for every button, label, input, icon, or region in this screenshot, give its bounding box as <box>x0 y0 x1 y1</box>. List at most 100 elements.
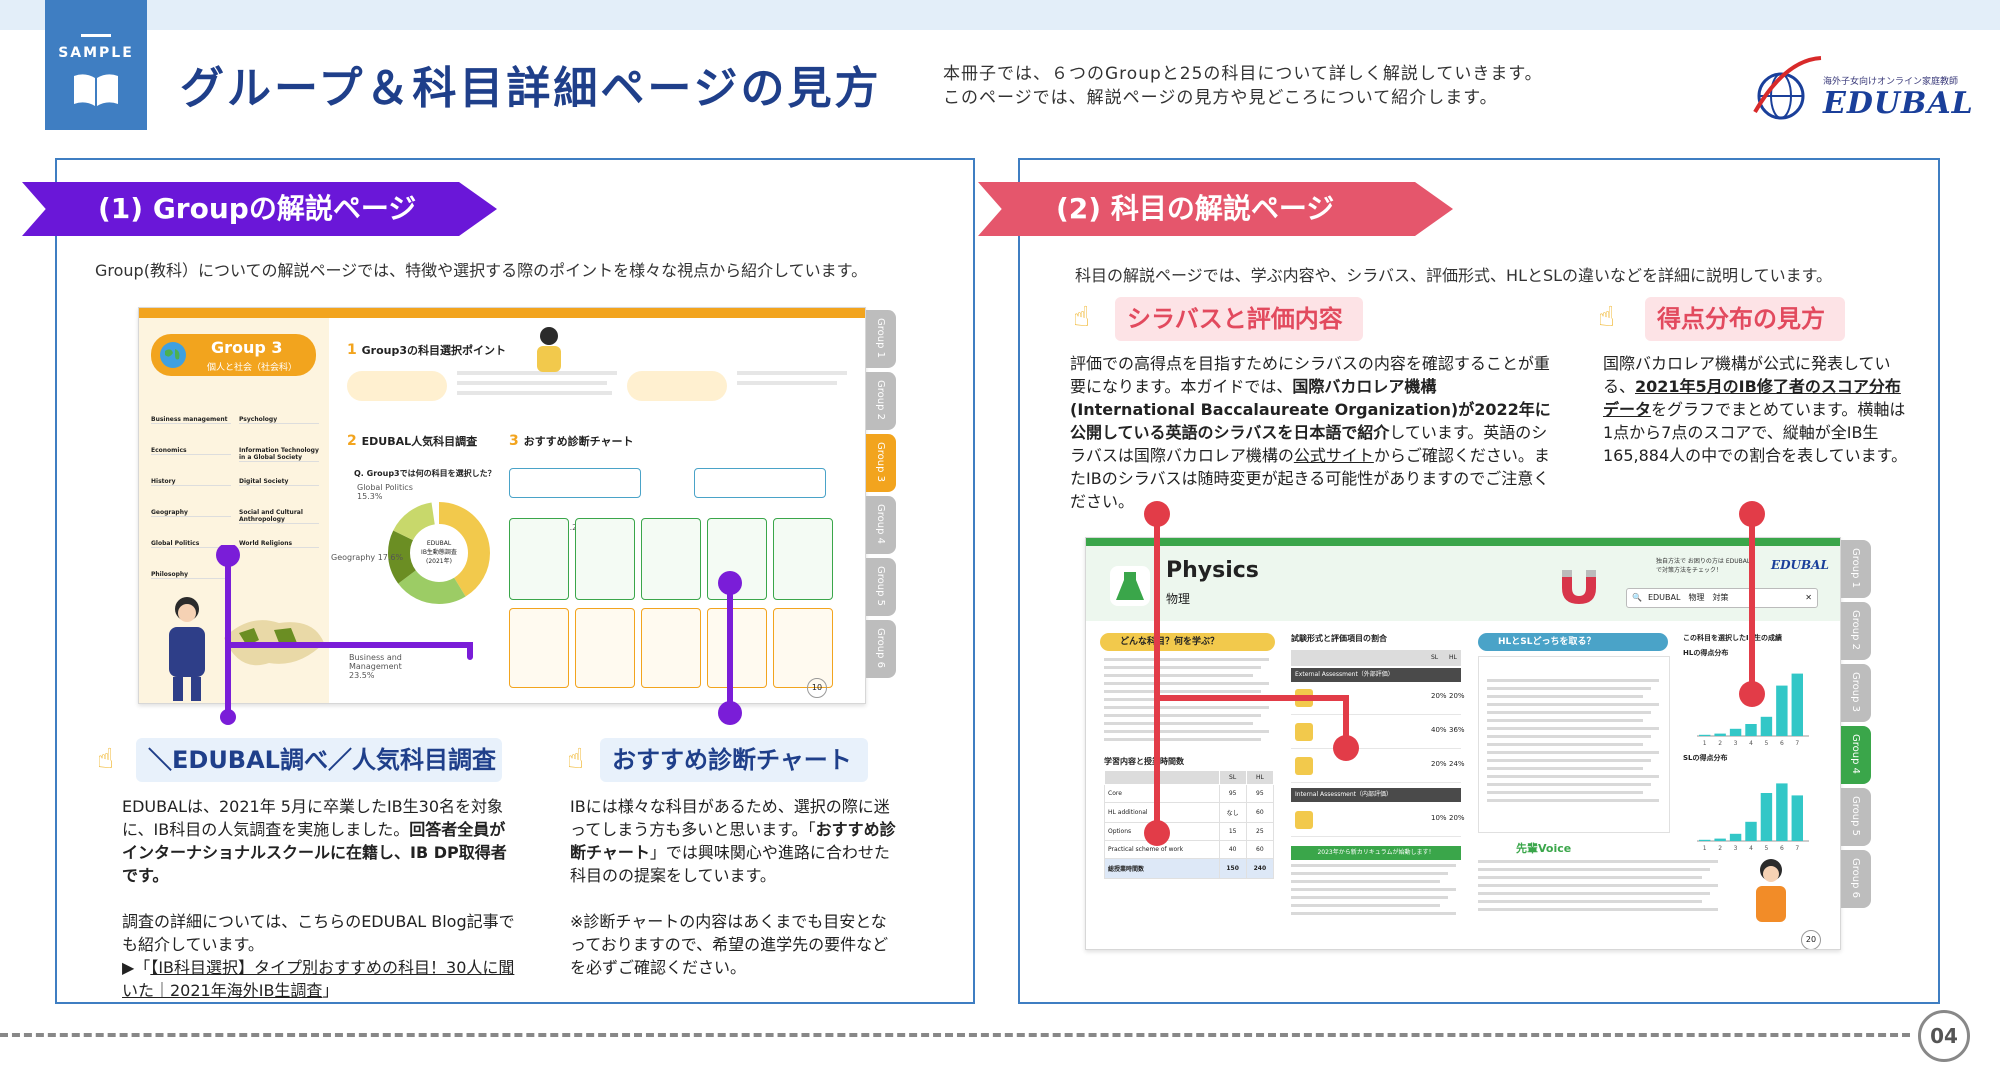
text-line <box>1478 868 1710 871</box>
thumb-group-title: Group 3 <box>211 338 283 357</box>
subject-item: Economics <box>151 447 231 455</box>
text-line <box>1487 703 1659 706</box>
thumb-question: Q. Group3では何の科目を選択した？ <box>354 469 496 478</box>
text-line <box>1487 791 1643 794</box>
side-tab[interactable]: Group 4 <box>1841 726 1871 784</box>
flow-box <box>575 518 635 600</box>
text-line <box>1104 706 1269 709</box>
thumb-s4: この科目を選択したIB生の成績 <box>1683 634 1782 642</box>
thumb-page-no: 10 <box>807 678 827 698</box>
thumb-s2: 試験形式と評価項目の割合 <box>1291 634 1387 643</box>
side-tab[interactable]: Group 2 <box>866 372 896 430</box>
tick-label: 3 <box>1734 740 1738 747</box>
text-line <box>1487 783 1651 786</box>
search-icon: 🔍 <box>1632 593 1642 602</box>
exam-row: 10%20% <box>1291 806 1465 837</box>
text-line <box>1478 884 1718 887</box>
side-tab[interactable]: Group 6 <box>1841 850 1871 908</box>
close-icon: ✕ <box>1805 593 1812 602</box>
text-line <box>1291 872 1448 875</box>
donut-center-label: EDUBAL IB生動態調査 (2021年) <box>421 540 457 565</box>
blog-link[interactable]: 【IB科目選択】タイプ別おすすめの科目！30人に聞いた｜2021年海外IB生調査 <box>122 958 515 1000</box>
chart-text: IBには様々な科目があるため、選択の際に迷ってしまう方も多いと思います。「おすす… <box>570 797 896 977</box>
student-character <box>169 597 205 701</box>
flow-box <box>641 608 701 688</box>
text-line <box>1104 738 1261 741</box>
bar <box>1714 838 1726 841</box>
text-line <box>1478 876 1702 879</box>
text-line <box>1487 719 1643 722</box>
text-line <box>1291 880 1440 883</box>
bar <box>1776 783 1788 841</box>
flow-box <box>707 608 767 688</box>
subject-page-thumbnail: Physics 物理 独自方法で お困りの方は EDUBALで対策方法をチェック… <box>1085 537 1841 950</box>
thumb-sec2: 2 EDUBAL人気科目調査 <box>347 433 478 449</box>
text-line <box>1487 695 1643 698</box>
flow-box <box>575 608 635 688</box>
subject-item: Business management <box>151 416 231 424</box>
side-tab[interactable]: Group 5 <box>866 558 896 616</box>
text-line <box>1487 775 1659 778</box>
bar <box>1791 673 1803 736</box>
text-line <box>1487 735 1651 738</box>
donut-chart <box>388 502 490 604</box>
flask-icon <box>1110 566 1150 606</box>
bar <box>1699 734 1711 736</box>
text-line <box>1478 860 1718 863</box>
text-line <box>1487 799 1659 802</box>
donut-label: Geography 17.6% <box>331 553 404 562</box>
tick-label: 4 <box>1749 845 1753 852</box>
subject-ribbon: (2) 科目の解説ページ <box>978 182 1453 236</box>
side-tab[interactable]: Group 3 <box>866 434 896 492</box>
text-line <box>1478 892 1710 895</box>
official-site-link[interactable]: 公式サイト <box>1293 446 1374 465</box>
teacher-illustration <box>1756 859 1786 922</box>
page-title: グループ＆科目詳細ページの見方 <box>180 63 882 114</box>
tick-label: 5 <box>1765 845 1769 852</box>
thumb-logo: EDUBAL <box>1771 558 1829 572</box>
sample-badge: SAMPLE <box>45 0 147 130</box>
flow-box <box>509 608 569 688</box>
flow-chart <box>509 458 839 693</box>
survey-text: EDUBALは、2021年 5月に卒業したIB生30名を対象に、IB科目の人気調… <box>122 797 515 1000</box>
thumb-sec3: 3 おすすめ診断チャート <box>509 433 634 449</box>
score-data-link[interactable]: 2021年5月のIB修了者のスコア分布データ <box>1603 377 1901 419</box>
text-line <box>1291 888 1456 891</box>
text-line <box>1104 674 1253 677</box>
text-line <box>1487 759 1651 762</box>
tick-label: 3 <box>1734 845 1738 852</box>
exam-row: 40%36% <box>1291 718 1465 749</box>
group-ribbon: (1) Groupの解説ページ <box>22 182 497 236</box>
side-tab[interactable]: Group 3 <box>1841 664 1871 722</box>
earth-icon <box>160 342 186 368</box>
thumb-subject: Physics <box>1166 558 1259 583</box>
side-tab[interactable]: Group 1 <box>866 310 896 368</box>
hl-dist-label: HLの得点分布 <box>1683 649 1729 657</box>
side-tab[interactable]: Group 4 <box>866 496 896 554</box>
text-line <box>1487 743 1643 746</box>
subject-item: Global Politics <box>151 540 231 548</box>
left-connectors <box>216 545 742 725</box>
side-tab[interactable]: Group 2 <box>1841 602 1871 660</box>
text-line <box>1478 900 1702 903</box>
text-line <box>1291 864 1456 867</box>
tick-label: 2 <box>1718 845 1722 852</box>
thumb-s3: HLとSLどっちを取る？ <box>1478 633 1668 651</box>
sl-dist-label: SLの得点分布 <box>1683 754 1728 762</box>
side-tab[interactable]: Group 5 <box>1841 788 1871 846</box>
magnet-icon <box>1562 570 1596 604</box>
text-line <box>1478 908 1718 911</box>
footer-dashed-line <box>0 1033 1910 1037</box>
bar <box>1776 685 1788 736</box>
donut-label: Business and Management 23.5% <box>349 653 402 680</box>
text-line <box>1104 730 1269 733</box>
side-tab[interactable]: Group 6 <box>866 620 896 678</box>
page-number: 04 <box>1918 1010 1970 1062</box>
tick-label: 5 <box>1765 740 1769 747</box>
pencil-icon <box>1295 723 1313 741</box>
bar <box>1729 833 1742 841</box>
side-tab[interactable]: Group 1 <box>1841 540 1871 598</box>
text-line <box>1487 687 1651 690</box>
